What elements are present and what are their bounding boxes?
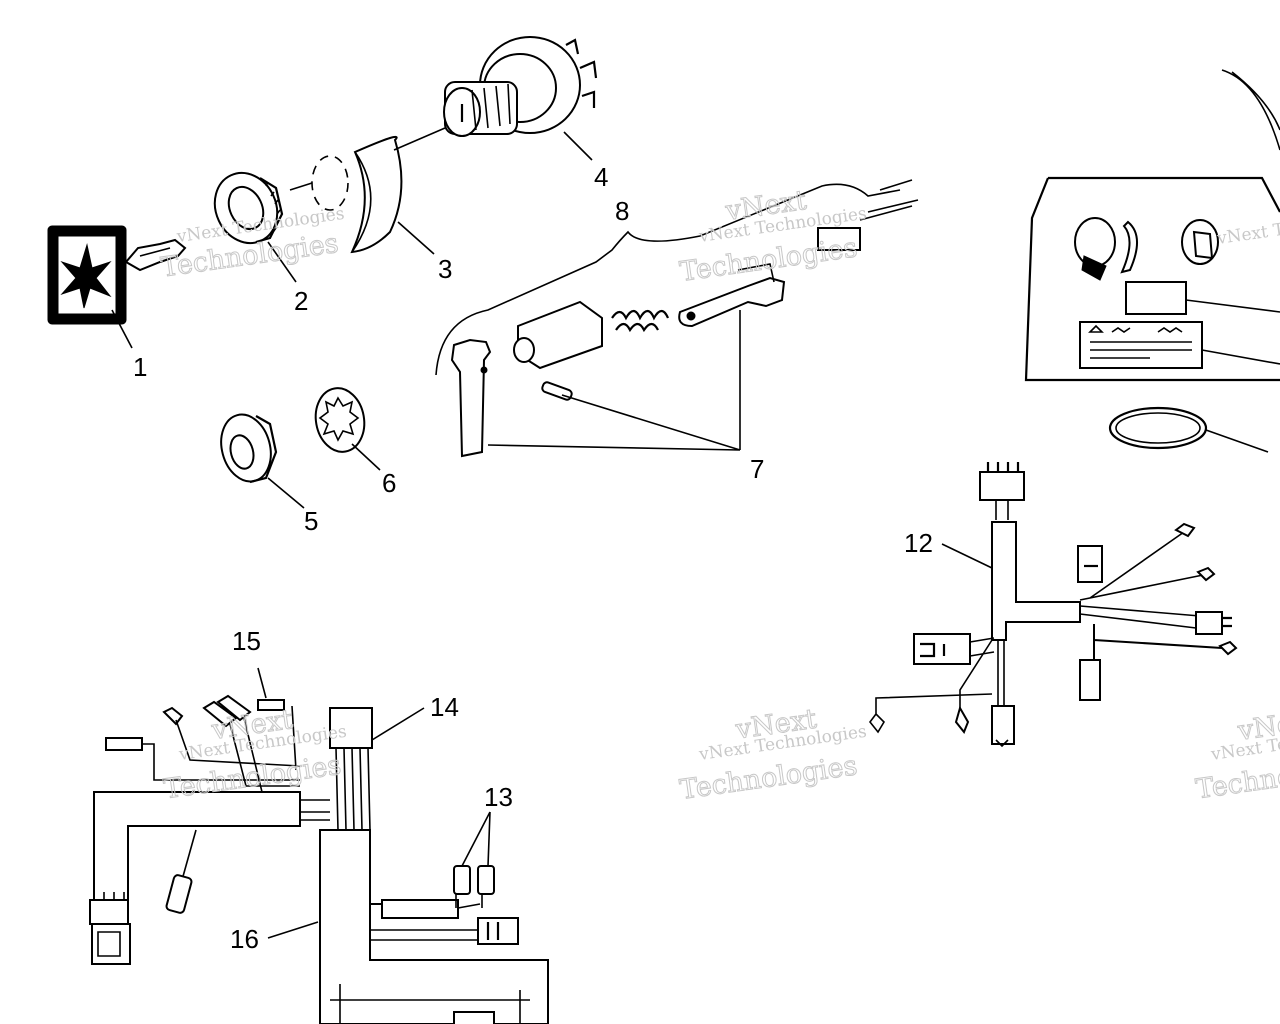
leader-4 <box>563 131 593 161</box>
watermark-4: vNext vNext Technologies Technologies <box>161 704 348 806</box>
callout-16: 16 <box>230 924 259 954</box>
leader-5 <box>267 477 305 509</box>
watermark-1: vNext Technologies Technologies <box>159 204 346 284</box>
callout-1: 1 <box>133 352 147 382</box>
callout-2: 2 <box>294 286 308 316</box>
wiring-harness-12 <box>868 462 1238 748</box>
leader-1 <box>111 309 133 349</box>
instrument-panel-part <box>1024 69 1280 453</box>
callout-3: 3 <box>438 254 452 284</box>
callout-8: 8 <box>615 196 629 226</box>
callout-12: 12 <box>904 528 933 558</box>
callout-6: 6 <box>382 468 396 498</box>
callout-5: 5 <box>304 506 318 536</box>
callout-13: 13 <box>484 782 513 812</box>
svg-text:vNext Technologies: vNext Technologies <box>1215 206 1280 249</box>
lever-assembly-part <box>435 179 919 458</box>
bezel-nut-part <box>213 171 284 245</box>
callout-15: 15 <box>232 626 261 656</box>
o-ring-outline <box>311 155 349 211</box>
ignition-switch-part <box>393 36 598 151</box>
leader-2 <box>267 241 297 283</box>
watermark-3: vNext vNext Technologies Technologies <box>677 703 868 806</box>
watermark-5: vNext Technologies <box>1215 206 1280 249</box>
key-fob-part <box>47 225 187 325</box>
callout-4: 4 <box>594 162 608 192</box>
leader-3 <box>397 221 435 255</box>
callout-14: 14 <box>430 692 459 722</box>
curved-plate-part <box>350 136 403 254</box>
main-wiring-harness <box>89 667 549 1024</box>
watermark-6: vNext vNext Technologies Technologies <box>1193 704 1280 805</box>
star-washer-part <box>314 387 366 453</box>
leader-6 <box>351 443 381 471</box>
callout-7: 7 <box>750 454 764 484</box>
lock-nut-part <box>220 413 278 484</box>
